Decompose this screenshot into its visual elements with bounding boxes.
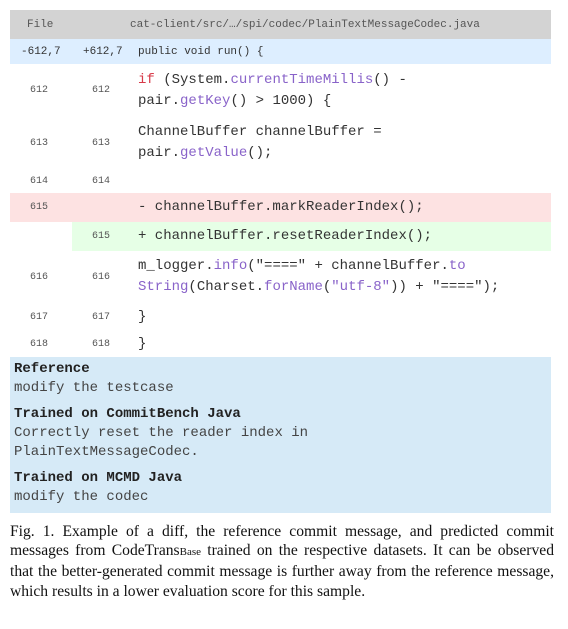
message-label: Reference bbox=[14, 361, 90, 377]
old-line-number: 618 bbox=[30, 338, 49, 350]
file-path: cat-client/src/…/spi/codec/PlainTextMess… bbox=[130, 18, 480, 31]
code-token: (); bbox=[247, 145, 273, 161]
removed-line: 615 - channelBuffer.markReaderIndex(); bbox=[10, 193, 551, 222]
old-line-number bbox=[10, 222, 72, 251]
code-token: () > 1000) { bbox=[230, 92, 332, 109]
function-token: info bbox=[213, 258, 248, 274]
code-token: pair. bbox=[138, 92, 181, 109]
function-token: currentTimeMillis bbox=[230, 71, 374, 88]
file-label: File bbox=[27, 18, 54, 31]
code-token: m_logger. bbox=[138, 258, 214, 274]
old-line-number: 615 bbox=[10, 193, 72, 222]
code-token: } bbox=[138, 308, 147, 325]
code-text: + channelBuffer.resetReaderIndex(); bbox=[134, 222, 551, 251]
hunk-new-range: +612,7 bbox=[83, 45, 123, 58]
function-token: getKey bbox=[180, 92, 231, 109]
function-token: forName bbox=[264, 279, 323, 295]
diff-line: 614 614 bbox=[10, 169, 551, 193]
new-line-number: 615 bbox=[72, 222, 134, 251]
old-line-number: 612 bbox=[30, 85, 49, 96]
new-line-number: 613 bbox=[92, 137, 111, 149]
code-text: - channelBuffer.markReaderIndex(); bbox=[134, 193, 551, 222]
hunk-header: -612,7 +612,7 public void run() { bbox=[10, 39, 551, 64]
code-text: } bbox=[134, 303, 551, 331]
code-text: ChannelBuffer channelBuffer = pair.getVa… bbox=[134, 117, 551, 169]
diff-line: 618 618 } bbox=[10, 331, 551, 357]
new-line-number: 614 bbox=[92, 175, 111, 187]
new-line-number: 612 bbox=[92, 85, 111, 96]
message-text: modify the testcase bbox=[14, 380, 174, 396]
caption-text: Fig. 1. Example of a diff, the reference… bbox=[10, 523, 554, 560]
code-token: () - bbox=[373, 71, 407, 88]
code-token: )) + "===="); bbox=[390, 279, 500, 295]
code-text: if (System.currentTimeMillis() - pair.ge… bbox=[134, 64, 551, 117]
new-line-number: 618 bbox=[92, 338, 111, 350]
diff-line: 613 613 ChannelBuffer channelBuffer = pa… bbox=[10, 117, 551, 169]
diff-line: 616 616 m_logger.info("====" + channelBu… bbox=[10, 251, 551, 303]
keyword-token: if bbox=[138, 71, 155, 88]
string-token: "utf-8" bbox=[331, 279, 391, 295]
removed-code: - channelBuffer.markReaderIndex(); bbox=[138, 199, 424, 215]
code-text bbox=[134, 169, 551, 193]
message-text: PlainTextMessageCodec. bbox=[14, 444, 199, 460]
old-line-number: 614 bbox=[30, 175, 49, 187]
code-token: ChannelBuffer channelBuffer = bbox=[138, 124, 382, 140]
code-token: (Charset. bbox=[188, 279, 265, 295]
old-line-number: 616 bbox=[30, 271, 49, 283]
code-token: } bbox=[138, 335, 147, 352]
code-token: pair. bbox=[138, 145, 181, 161]
new-line-number: 617 bbox=[92, 311, 111, 323]
caption-subscript: Base bbox=[179, 546, 202, 559]
message-label: Trained on MCMD Java bbox=[14, 470, 183, 486]
code-text: } bbox=[134, 331, 551, 357]
function-token: to bbox=[448, 258, 466, 274]
old-line-number: 617 bbox=[30, 311, 49, 323]
function-token: getValue bbox=[180, 145, 248, 161]
old-line-number: 613 bbox=[30, 137, 49, 149]
new-line-number bbox=[72, 193, 134, 222]
code-token: (System. bbox=[154, 71, 231, 88]
code-token: ( bbox=[322, 279, 332, 295]
message-text: modify the codec bbox=[14, 489, 149, 505]
figure-caption: Fig. 1. Example of a diff, the reference… bbox=[10, 522, 554, 601]
diff-line: 617 617 } bbox=[10, 303, 551, 331]
diff-header: File cat-client/src/…/spi/codec/PlainTex… bbox=[10, 10, 551, 39]
function-token: String bbox=[138, 279, 189, 295]
caption-text: trained on the respective datasets. It c… bbox=[10, 542, 554, 600]
message-text: Correctly reset the reader index in bbox=[14, 425, 309, 441]
hunk-context: public void run() { bbox=[138, 45, 264, 58]
code-token: ("====" + channelBuffer. bbox=[247, 258, 449, 274]
commit-messages-panel: Reference modify the testcase Trained on… bbox=[10, 357, 551, 513]
code-text: m_logger.info("====" + channelBuffer.to … bbox=[134, 251, 551, 303]
added-line: 615 + channelBuffer.resetReaderIndex(); bbox=[10, 222, 551, 251]
new-line-number: 616 bbox=[92, 271, 111, 283]
diff-line: 612 612 if (System.currentTimeMillis() -… bbox=[10, 64, 551, 117]
hunk-old-range: -612,7 bbox=[21, 45, 61, 58]
diff-figure: File cat-client/src/…/spi/codec/PlainTex… bbox=[10, 10, 551, 513]
message-label: Trained on CommitBench Java bbox=[14, 406, 241, 422]
added-code: + channelBuffer.resetReaderIndex(); bbox=[138, 228, 433, 244]
